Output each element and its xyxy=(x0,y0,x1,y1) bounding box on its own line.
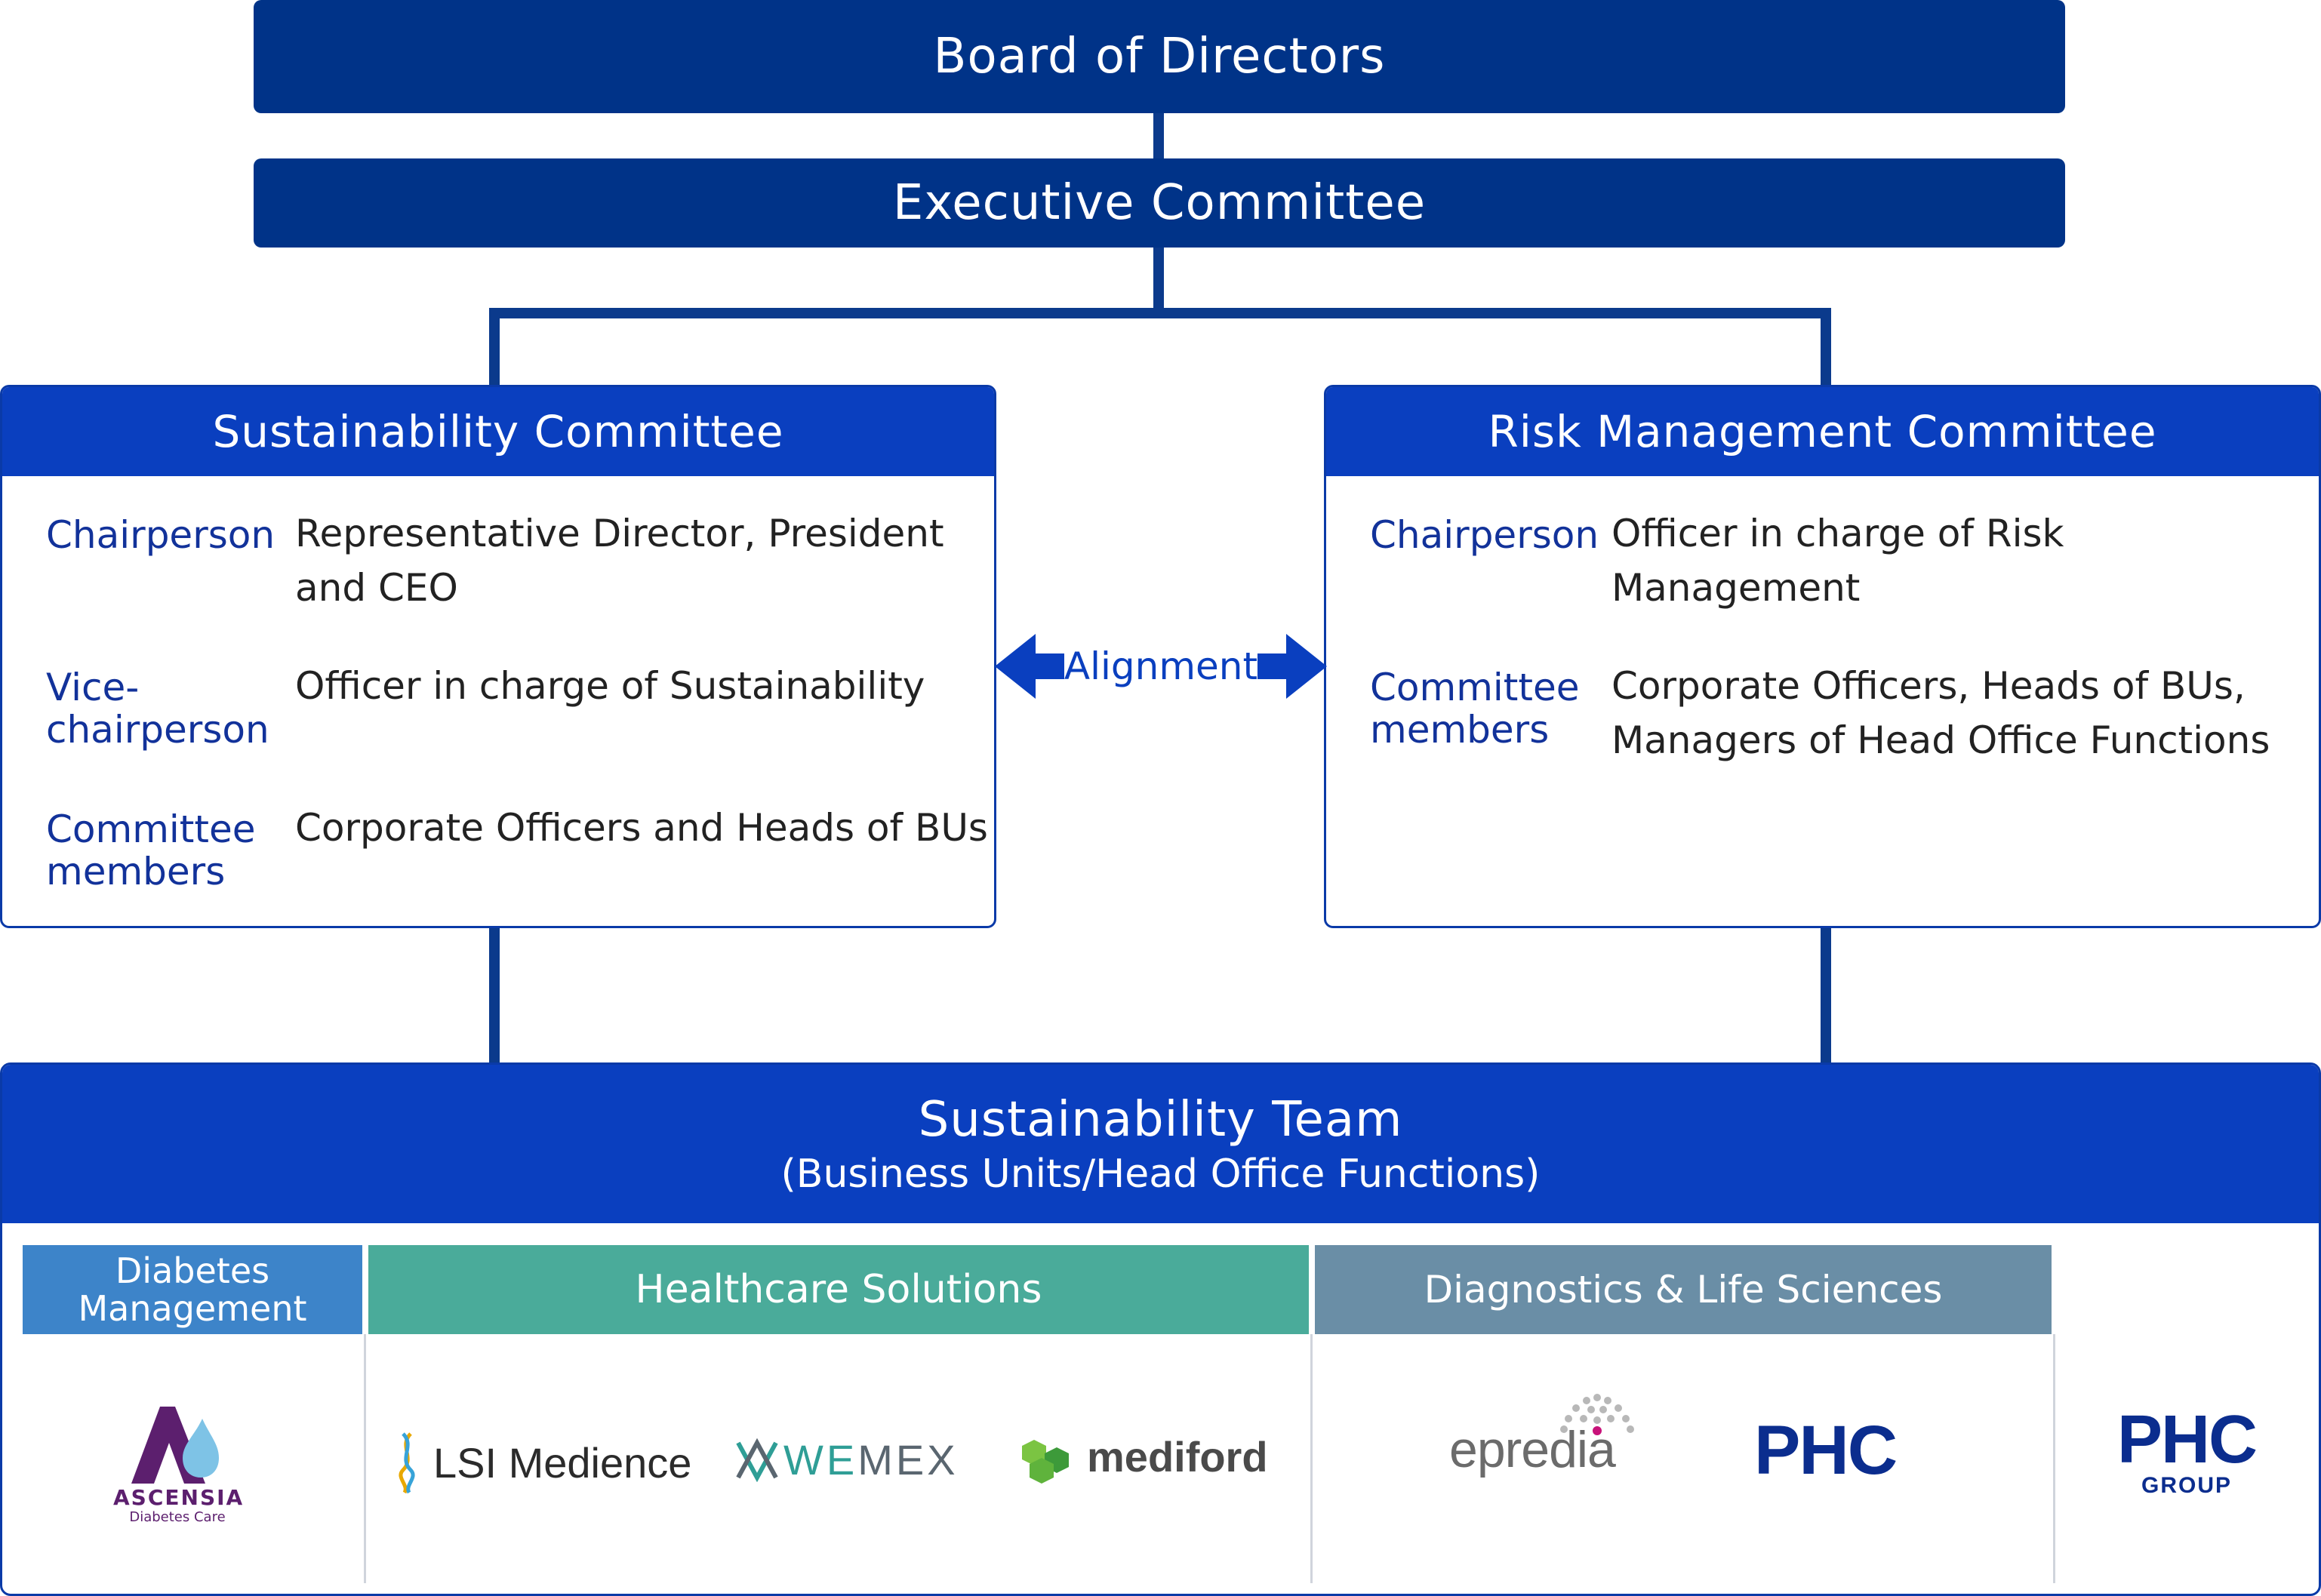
risk-committee-header: Risk Management Committee xyxy=(1326,387,2319,476)
mediford-logo: mediford xyxy=(1087,1433,1268,1481)
alignment-arrow-icon xyxy=(995,634,1327,699)
ascensia-name: ASCENSIA xyxy=(113,1485,245,1510)
risk-desc-chairperson: Officer in charge of Risk Management xyxy=(1611,512,2064,610)
risk-role-committee-members: Committee members xyxy=(1370,666,1580,752)
risk-desc-committee-members: Corporate Officers, Heads of BUs, Manage… xyxy=(1611,664,2270,762)
role-chairperson: Chairperson xyxy=(46,513,276,557)
risk-committee-title: Risk Management Committee xyxy=(1488,406,2157,457)
sustainability-committee-box: Sustainability Committee Chairperson Rep… xyxy=(0,385,996,928)
executive-title: Executive Committee xyxy=(892,175,1427,231)
ascensia-logo-icon xyxy=(131,1407,219,1484)
ascensia-sub: Diabetes Care xyxy=(129,1509,226,1525)
segment-diagnostics-life-sciences: Diagnostics & Life Sciences xyxy=(1315,1245,2052,1334)
phc-group-logo: PHC xyxy=(2116,1402,2258,1478)
phc-logo: PHC xyxy=(1754,1412,1898,1489)
connector-board-exec xyxy=(1153,112,1164,160)
epredia-dots-icon xyxy=(1560,1394,1634,1435)
sustainability-committee-title: Sustainability Committee xyxy=(212,406,784,457)
alignment-label: Alignment xyxy=(1064,644,1258,688)
wemex-mark-icon xyxy=(736,1438,778,1482)
role-committee-members: Committee members xyxy=(46,807,256,893)
lsi-medience-logo: LSI Medience xyxy=(433,1439,692,1487)
divider-3 xyxy=(2053,1334,2055,1583)
risk-management-committee-box: Risk Management Committee Chairperson Of… xyxy=(1324,385,2321,928)
sustainability-team-header: Sustainability Team (Business Units/Head… xyxy=(2,1065,2319,1223)
connector-risk-team xyxy=(1821,925,1831,1066)
connector-horizontal xyxy=(489,308,1831,318)
connector-to-sustainability xyxy=(489,308,500,388)
connector-sustainability-team xyxy=(489,925,500,1066)
mediford-hex-icon xyxy=(1022,1440,1069,1484)
desc-chairperson: Representative Director, President and C… xyxy=(295,512,944,610)
connector-exec-down xyxy=(1153,246,1164,315)
team-subtitle: (Business Units/Head Office Functions) xyxy=(780,1152,1541,1197)
wemex-logo: WEMEX xyxy=(783,1436,959,1484)
divider-2 xyxy=(1310,1334,1313,1583)
epredia-logo: epredia xyxy=(1449,1421,1616,1478)
team-title: Sustainability Team xyxy=(918,1092,1403,1148)
lsi-helix-icon xyxy=(399,1432,415,1494)
board-title: Board of Directors xyxy=(933,29,1386,85)
phc-group-sub: GROUP xyxy=(2141,1473,2232,1498)
role-vice-chairperson: Vice- chairperson xyxy=(46,666,269,752)
segment-healthcare-solutions: Healthcare Solutions xyxy=(368,1245,1309,1334)
divider-1 xyxy=(364,1334,366,1583)
segment-diabetes-management: Diabetes Management xyxy=(23,1245,362,1334)
sustainability-committee-header: Sustainability Committee xyxy=(2,387,994,476)
risk-role-chairperson: Chairperson xyxy=(1370,513,1599,557)
connector-to-risk xyxy=(1821,308,1831,388)
board-of-directors-box: Board of Directors xyxy=(254,0,2065,113)
executive-committee-box: Executive Committee xyxy=(254,158,2065,248)
desc-committee-members: Corporate Officers and Heads of BUs xyxy=(295,806,988,850)
desc-vice-chairperson: Officer in charge of Sustainability xyxy=(295,664,925,708)
